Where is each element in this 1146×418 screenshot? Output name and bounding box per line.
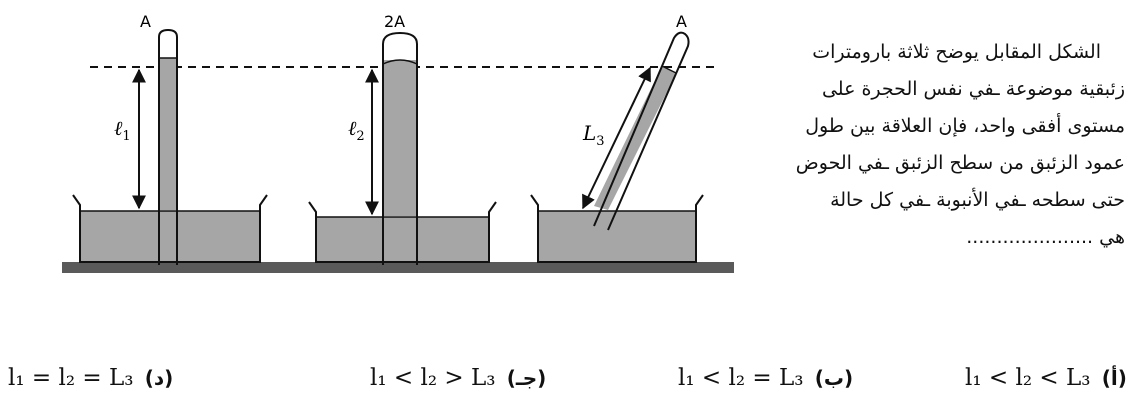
tube-3-mercury	[594, 66, 676, 210]
ground-base	[62, 262, 734, 273]
length-3-arrow	[582, 66, 651, 210]
question-line: هي .....................	[966, 226, 1125, 248]
option-d-marker: (د)	[144, 366, 174, 390]
tube-1-mercury	[159, 58, 177, 210]
tube-1-area-label: A	[140, 12, 151, 31]
option-a[interactable]: l₁ < l₂ < L₃ (أ)	[965, 362, 1127, 394]
option-c-marker: (جـ)	[506, 366, 547, 390]
tube-3-area-label: A	[676, 12, 687, 31]
length-2-label: ℓ2	[348, 116, 365, 144]
trough-1-mercury	[80, 211, 260, 262]
length-3-label: L3	[582, 121, 605, 149]
barometers-diagram: A ℓ1 2A ℓ2 A L3	[62, 12, 734, 273]
option-d-expression: l₁ = l₂ = L₃	[8, 365, 134, 391]
trough-2	[308, 201, 497, 263]
trough-2-mercury	[316, 217, 489, 262]
barometer-3: A L3	[530, 12, 704, 263]
trough-3	[530, 194, 704, 263]
question-line: مستوى أفقى واحد، فإن العلاقة بين طول	[805, 115, 1125, 137]
tube-2-mercury	[383, 60, 417, 216]
option-b-expression: l₁ < l₂ = L₃	[678, 365, 804, 391]
option-a-marker: (أ)	[1101, 366, 1127, 390]
option-b[interactable]: l₁ < l₂ = L₃ (ب)	[678, 362, 853, 394]
question-line: حتى سطحه ـفي الأنبوبة ـفي كل حالة	[830, 189, 1125, 211]
option-d[interactable]: l₁ = l₂ = L₃ (د)	[8, 362, 173, 394]
tube-3	[593, 31, 690, 231]
tube-1	[158, 28, 178, 265]
barometer-2: 2A ℓ2	[308, 12, 497, 265]
tube-2	[382, 31, 418, 265]
question-line: عمود الزئبق من سطح الزئبق ـفي الحوض	[795, 152, 1125, 174]
option-a-expression: l₁ < l₂ < L₃	[965, 365, 1091, 391]
barometer-1: A ℓ1	[72, 12, 268, 265]
trough-1	[72, 194, 268, 263]
question-text: الشكل المقابل يوضح ثلاثة بارومترات زئبقي…	[735, 34, 1125, 256]
option-c-expression: l₁ < l₂ > L₃	[370, 365, 496, 391]
question-line: زئبقية موضوعة ـفي نفس الحجرة على	[821, 78, 1125, 100]
tube-2-area-label: 2A	[384, 12, 405, 31]
option-c[interactable]: l₁ < l₂ > L₃ (جـ)	[370, 362, 546, 394]
length-1-label: ℓ1	[114, 116, 131, 144]
option-b-marker: (ب)	[814, 366, 854, 390]
trough-3-mercury	[538, 211, 696, 262]
question-line: الشكل المقابل يوضح ثلاثة بارومترات	[812, 41, 1101, 63]
